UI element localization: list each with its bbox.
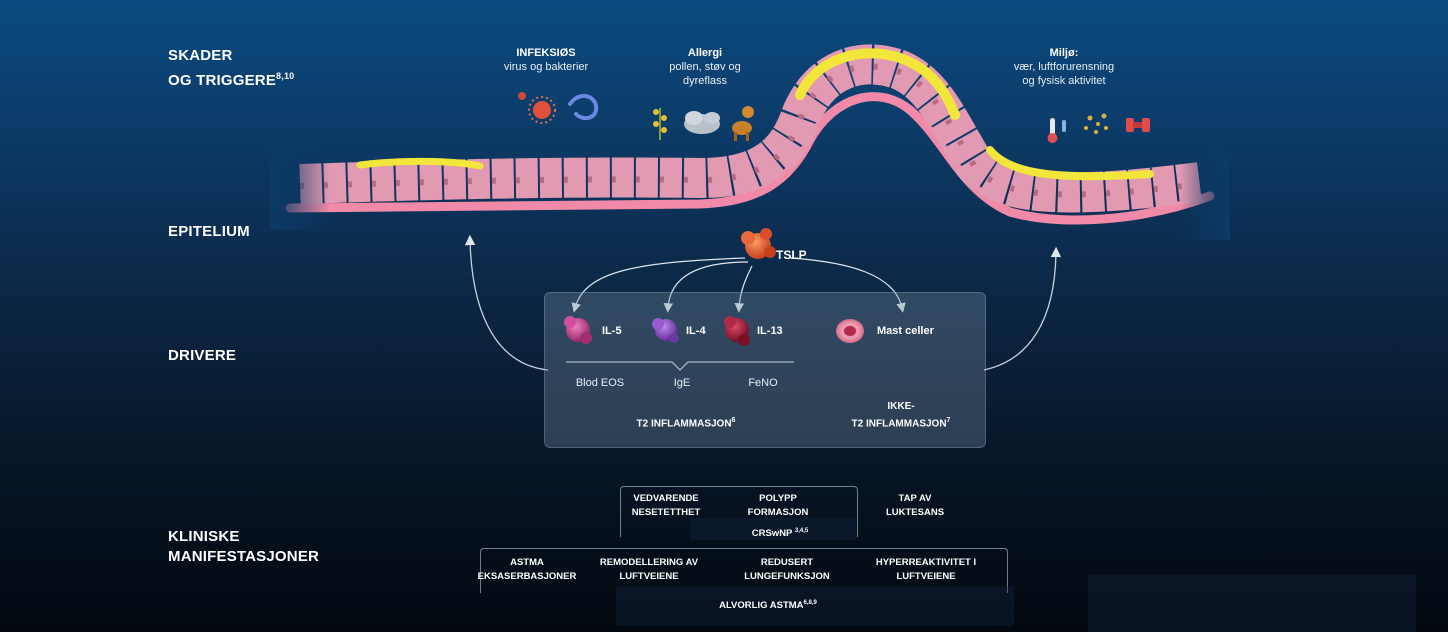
il4-molecule-icon <box>652 318 679 343</box>
tslp-molecule-icon <box>741 228 776 259</box>
non-t2-line1: IKKE- <box>887 401 915 412</box>
trigger-infection-desc: virus og bakterier <box>503 61 589 73</box>
trigger-infection: INFEKSIØS virus og bakterier <box>486 46 606 74</box>
il5-molecule-icon <box>564 316 592 344</box>
ige-label: IgE <box>673 377 691 389</box>
polyp-line1: POLYPP <box>759 493 797 504</box>
drivers-section-label: DRIVERE <box>168 347 237 364</box>
trigger-environment: Miljø: vær, luftforurensning og fysisk a… <box>994 46 1134 88</box>
smell-line1: TAP AV <box>898 493 932 504</box>
pollen-plant-icon <box>653 108 667 140</box>
blood-eos-label: Blod EOS <box>575 377 625 389</box>
clinical-section-label: KLINISKE MANIFESTASJONER <box>168 527 319 567</box>
severe-asthma-sup: 6,8,9 <box>803 600 817 606</box>
non-t2-line2: T2 INFLAMMASJON <box>851 418 947 430</box>
triggers-label-line2: OG TRIGGERE <box>168 72 277 89</box>
il5-label: IL-5 <box>602 325 622 337</box>
remodelling-line1: REMODELLERING AV <box>599 557 699 568</box>
clinical-label-line1: KLINISKE <box>168 528 240 545</box>
virus-icon <box>518 92 556 124</box>
crswnp-sup: 3,4,5 <box>794 528 809 534</box>
tslp-arrow-il13 <box>734 265 753 313</box>
corner-backdrop <box>1088 574 1416 632</box>
il4-label: IL-4 <box>686 325 706 337</box>
exacerbations-line1: ASTMA <box>510 557 544 568</box>
trigger-infection-title: INFEKSIØS <box>516 47 576 59</box>
crswnp-label-backdrop <box>690 518 856 540</box>
mast-cell-icon <box>836 319 864 343</box>
thermometer-icon <box>1047 118 1066 143</box>
trigger-environment-desc1: vær, luftforurensning <box>1013 61 1115 73</box>
mucus-layer-right <box>986 146 1154 181</box>
trigger-allergy-desc1: pollen, støv og <box>669 61 741 73</box>
lung-function-line2: LUNGEFUNKSJON <box>744 571 830 582</box>
tslp-arrow-mast <box>789 257 906 313</box>
feedback-arrow-right <box>983 246 1062 371</box>
hyperreactivity-line2: LUFTVEIENE <box>896 571 956 582</box>
feno-label: FeNO <box>748 377 778 389</box>
crswnp-item-congestion: VEDVARENDE NESETETTHET <box>620 492 712 520</box>
polyp-line2: FORMASJON <box>747 507 809 518</box>
dumbbell-icon <box>1126 118 1150 132</box>
severe-asthma-label: ALVORLIG ASTMA6,8,9 <box>700 596 836 613</box>
non-t2-sup: 7 <box>946 417 951 424</box>
tslp-arrow-il5 <box>571 257 746 313</box>
il13-label: IL-13 <box>757 325 783 337</box>
dog-icon <box>732 106 754 141</box>
asthma-label-backdrop <box>616 586 1014 626</box>
crswnp-label: CRSwNP 3,4,5 <box>730 524 830 541</box>
drivers-panel <box>544 292 986 448</box>
triggers-label-line1: SKADER <box>168 47 233 64</box>
crswnp-bracket <box>620 486 858 537</box>
asthma-item-hyperreactivity: HYPERREAKTIVITET I LUFTVEIENE <box>864 556 988 584</box>
bacteria-icon <box>568 94 599 121</box>
trigger-environment-title: Miljø: <box>1049 47 1079 59</box>
asthma-item-lung-function: REDUSERT LUNGEFUNKSJON <box>732 556 842 584</box>
crswnp-text: CRSwNP <box>751 528 793 540</box>
t2-inflammation-label: T2 INFLAMMASJON6 <box>606 414 766 431</box>
remodelling-line2: LUFTVEIENE <box>619 571 679 582</box>
epithelial-cell-layer <box>299 44 1203 213</box>
tslp-arrow-il4 <box>663 261 749 313</box>
hyperreactivity-line1: HYPERREAKTIVITET I <box>875 557 977 568</box>
trigger-allergy-title: Allergi <box>687 47 723 59</box>
trigger-environment-desc2: og fysisk aktivitet <box>1022 75 1106 87</box>
dust-cloud-icon <box>684 111 720 134</box>
mucus-layer-left <box>356 157 484 170</box>
tslp-label: TSLP <box>776 248 807 262</box>
asthma-item-remodelling: REMODELLERING AV LUFTVEIENE <box>590 556 708 584</box>
feedback-arrow-left <box>464 234 549 371</box>
congestion-line2: NESETETTHET <box>631 507 701 518</box>
clinical-label-line2: MANIFESTASJONER <box>168 548 320 565</box>
epithelium-section-label: EPITELIUM <box>168 223 250 240</box>
mucus-layer-peak <box>795 48 960 120</box>
basement-membrane <box>285 92 1215 225</box>
severe-asthma-text: ALVORLIG ASTMA <box>719 600 804 612</box>
crswnp-item-smell: TAP AV LUKTESANS <box>870 492 960 520</box>
asthma-item-exacerbations: ASTMA EKSASERBASJONER <box>472 556 582 584</box>
crswnp-item-polyp: POLYPP FORMASJON <box>734 492 822 520</box>
triggers-section-label: SKADER OG TRIGGERE8,10 <box>168 46 294 91</box>
trigger-allergy: Allergi pollen, støv og dyreflass <box>648 46 762 88</box>
biomarker-bracket <box>566 361 794 371</box>
trigger-allergy-desc2: dyreflass <box>682 75 728 87</box>
congestion-line1: VEDVARENDE <box>633 493 699 504</box>
non-t2-inflammation-label: IKKE- T2 INFLAMMASJON7 <box>826 400 976 431</box>
mast-cells-label: Mast celler <box>877 325 934 337</box>
triggers-label-sup: 8,10 <box>276 71 295 81</box>
asthma-bracket <box>480 548 1008 593</box>
smell-line2: LUKTESANS <box>885 507 945 518</box>
drivers-panel-art <box>564 316 864 371</box>
pollution-particles-icon <box>1084 113 1108 134</box>
t2-inflammation-text: T2 INFLAMMASJON <box>636 418 732 430</box>
t2-inflammation-sup: 6 <box>731 417 736 424</box>
lung-function-line1: REDUSERT <box>760 557 814 568</box>
il13-molecule-icon <box>724 316 750 346</box>
exacerbations-line2: EKSASERBASJONER <box>477 571 577 582</box>
